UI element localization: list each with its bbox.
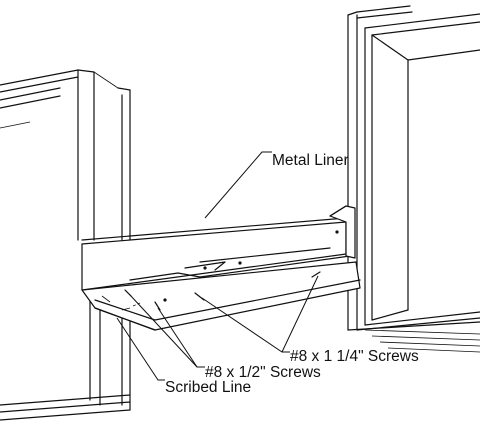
left-wall-frame	[0, 69, 131, 421]
long-screws-label: #8 x 1 1/4" Screws	[290, 348, 419, 365]
leader-lines	[116, 151, 319, 381]
right-wall-frame	[347, 5, 480, 353]
scribed-line-label: Scribed Line	[165, 379, 251, 396]
labels: Metal Liner #8 x 1 1/4" Screws #8 x 1/2"…	[165, 152, 419, 396]
short-screws-label: #8 x 1/2" Screws	[205, 364, 321, 381]
metal-liner-label: Metal Liner	[272, 152, 349, 169]
metal-liner	[81, 205, 361, 331]
screws	[121, 271, 321, 311]
